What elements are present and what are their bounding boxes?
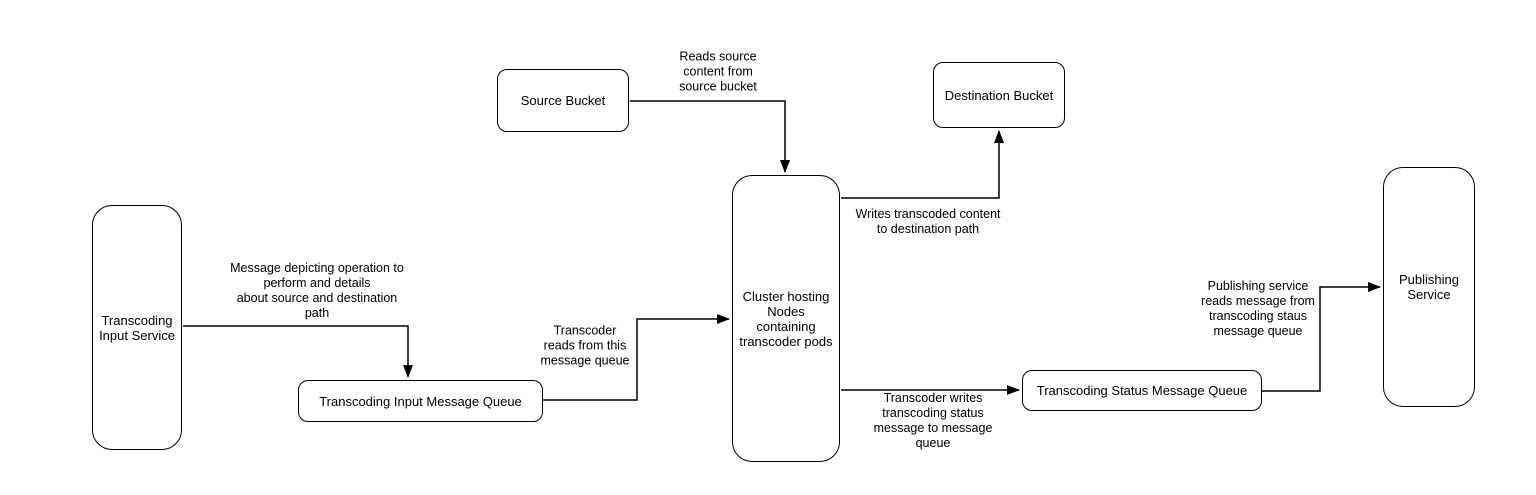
edge-status-queue-to-publishing-service: [1262, 282, 1381, 392]
edge-label-source-bucket-to-cluster: Reads source content from source bucket: [679, 49, 757, 95]
edge-label-cluster-to-status-queue: Transcoder writes transcoding status mes…: [873, 391, 993, 451]
node-destination-bucket: Destination Bucket: [933, 62, 1065, 128]
edge-source-bucket-to-cluster: [630, 100, 790, 173]
node-transcoding-input-message-queue: Transcoding Input Message Queue: [298, 380, 543, 422]
node-source-bucket: Source Bucket: [497, 69, 629, 132]
node-cluster-transcoder-pods: Cluster hosting Nodes containing transco…: [732, 175, 840, 462]
node-publishing-service: Publishing Service: [1383, 167, 1475, 407]
edge-label-cluster-to-destination-bucket: Writes transcoded content to destination…: [855, 207, 1001, 237]
edge-input-queue-to-cluster: [543, 314, 730, 401]
edge-cluster-to-destination-bucket: [841, 130, 1004, 199]
edge-label-status-queue-to-publishing-service: Publishing service reads message from tr…: [1201, 279, 1315, 339]
edge-label-input-service-to-input-queue: Message depicting operation to perform a…: [230, 261, 404, 321]
edge-label-input-queue-to-cluster: Transcoder reads from this message queue: [540, 323, 630, 369]
node-transcoding-input-service: Transcoding Input Service: [92, 205, 182, 450]
edge-input-service-to-input-queue: [183, 325, 413, 378]
node-transcoding-status-message-queue: Transcoding Status Message Queue: [1022, 370, 1262, 411]
